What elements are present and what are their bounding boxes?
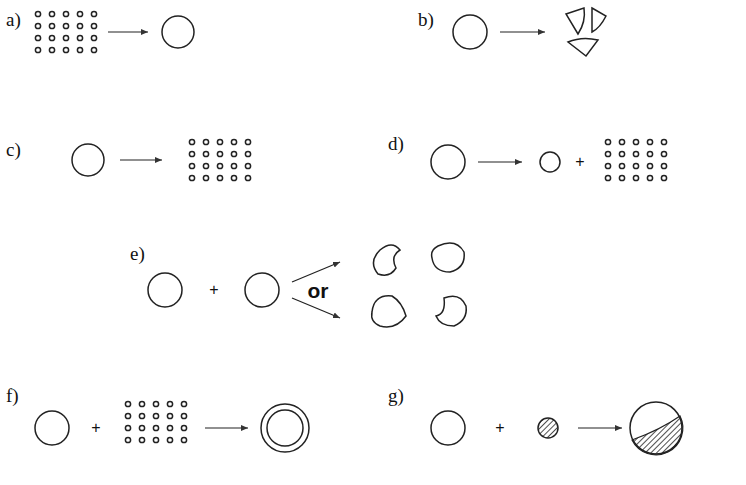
plus-sign: + (91, 420, 100, 436)
plus-sign: + (495, 420, 504, 436)
panel-letter: d) (388, 134, 404, 153)
panel-letter: g) (388, 386, 404, 405)
plus-sign: + (575, 154, 584, 170)
panel-letter: f) (6, 386, 19, 405)
panel-letter: b) (418, 10, 434, 29)
panel-letter: a) (6, 10, 21, 29)
plus-sign: + (209, 282, 218, 298)
or-word: or (308, 280, 329, 301)
panel-letter: c) (6, 140, 21, 159)
panel-letter: e) (130, 244, 145, 263)
